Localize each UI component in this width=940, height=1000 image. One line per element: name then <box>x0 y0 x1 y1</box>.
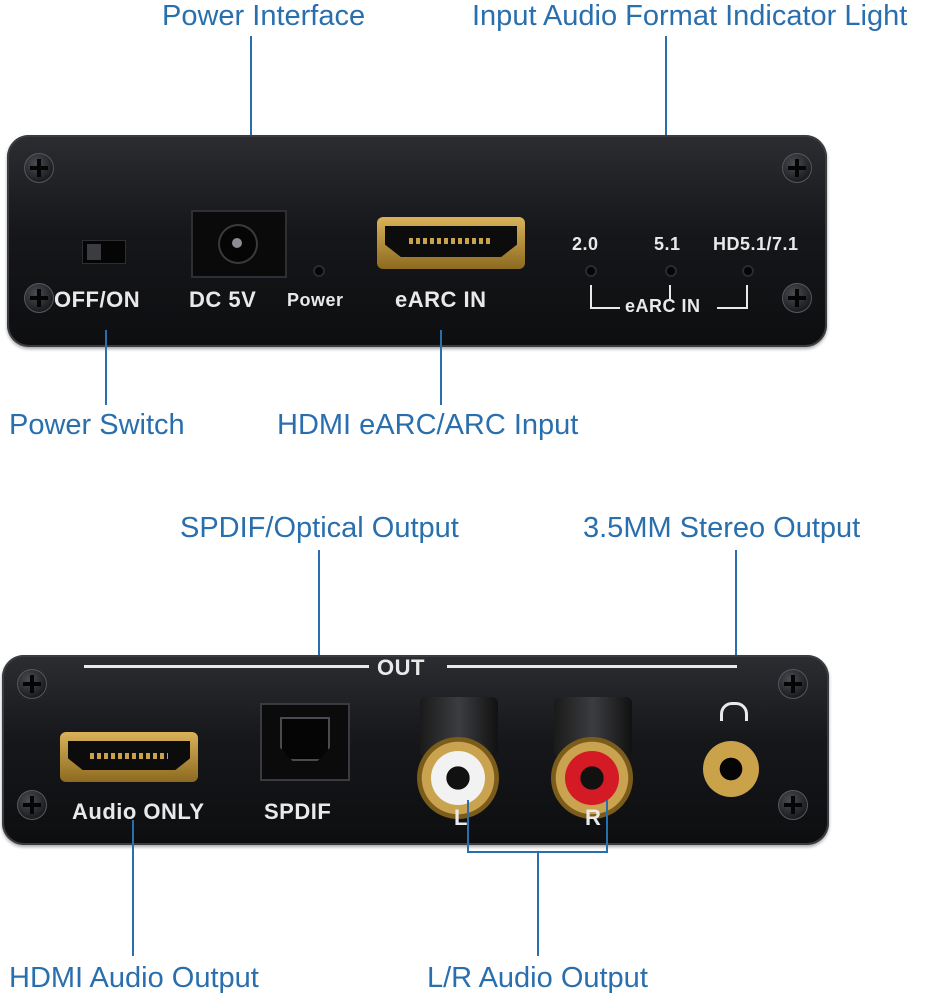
rca-right-jack[interactable] <box>551 737 633 819</box>
callout-power-switch: Power Switch <box>9 409 185 441</box>
hdmi-out-socket <box>68 741 190 770</box>
spdif-port[interactable] <box>260 703 350 781</box>
leader-lr-right <box>606 800 608 852</box>
screw-bottom-left-icon <box>24 283 54 313</box>
callout-power-interface: Power Interface <box>162 0 366 32</box>
screw-top-right-icon <box>782 153 812 183</box>
label-audio-only: Audio ONLY <box>72 799 205 824</box>
earc-bracket-bottom-right <box>717 307 748 309</box>
rca-right-insulator <box>565 751 619 805</box>
label-led-20: 2.0 <box>572 234 599 254</box>
label-off-on: OFF/ON <box>54 287 141 312</box>
stereo-jack[interactable] <box>703 741 759 797</box>
earc-bracket-left <box>590 285 592 307</box>
callout-hdmi-earc-input: HDMI eARC/ARC Input <box>277 409 579 441</box>
leader-hdmi-earc <box>440 330 442 405</box>
leader-spdif <box>318 550 320 710</box>
screw-top-right-icon <box>778 669 808 699</box>
label-power: Power <box>287 290 344 310</box>
hdmi-earc-socket <box>385 226 517 257</box>
earc-bracket-mid <box>669 285 671 301</box>
screw-top-left-icon <box>24 153 54 183</box>
dc-jack[interactable] <box>191 210 287 278</box>
callout-spdif-output: SPDIF/Optical Output <box>180 512 459 544</box>
headphone-icon <box>720 702 748 721</box>
callout-hdmi-audio-output: HDMI Audio Output <box>9 962 259 994</box>
screw-top-left-icon <box>17 669 47 699</box>
led-51 <box>665 265 677 277</box>
leader-lr-left <box>467 800 469 852</box>
label-dc5v: DC 5V <box>189 287 257 312</box>
label-earc-in: eARC IN <box>395 287 487 312</box>
leader-lr-stem <box>537 851 539 956</box>
dc-jack-pin <box>232 238 242 248</box>
label-left: L <box>454 805 468 830</box>
earc-bracket-right <box>746 285 748 307</box>
label-led-hd: HD5.1/7.1 <box>713 234 799 254</box>
hdmi-out-pins <box>89 752 169 759</box>
out-line-left <box>84 665 369 668</box>
out-line-right <box>447 665 737 668</box>
label-earc-in-group: eARC IN <box>625 296 701 316</box>
callout-stereo-output: 3.5MM Stereo Output <box>583 512 861 544</box>
earc-bracket-bottom-left <box>590 307 620 309</box>
label-out: OUT <box>377 655 425 680</box>
label-spdif: SPDIF <box>264 799 332 824</box>
hdmi-earc-pins <box>408 238 494 245</box>
dc-jack-hole <box>218 224 258 264</box>
callout-indicator-light: Input Audio Format Indicator Light <box>472 0 908 32</box>
led-20 <box>585 265 597 277</box>
power-led <box>313 265 325 277</box>
spdif-socket <box>280 717 330 761</box>
front-panel: OFF/ON DC 5V Power eARC IN 2.0 5.1 HD5.1… <box>7 135 827 347</box>
label-led-51: 5.1 <box>654 234 681 254</box>
power-switch[interactable] <box>82 240 126 264</box>
hdmi-earc-port[interactable] <box>377 217 525 269</box>
screw-bottom-right-icon <box>778 790 808 820</box>
leader-power-switch <box>105 330 107 405</box>
leader-power-interface <box>250 36 252 204</box>
screw-bottom-left-icon <box>17 790 47 820</box>
rca-left-jack[interactable] <box>417 737 499 819</box>
power-switch-knob <box>87 244 101 260</box>
hdmi-audio-out-port[interactable] <box>60 732 198 782</box>
rear-panel: OUT Audio ONLY SPDIF L R <box>2 655 829 845</box>
rca-left-insulator <box>431 751 485 805</box>
leader-hdmi-out <box>132 820 134 956</box>
label-right: R <box>585 805 602 830</box>
led-hd <box>742 265 754 277</box>
callout-lr-audio-output: L/R Audio Output <box>427 962 648 994</box>
screw-bottom-right-icon <box>782 283 812 313</box>
leader-stereo <box>735 550 737 698</box>
